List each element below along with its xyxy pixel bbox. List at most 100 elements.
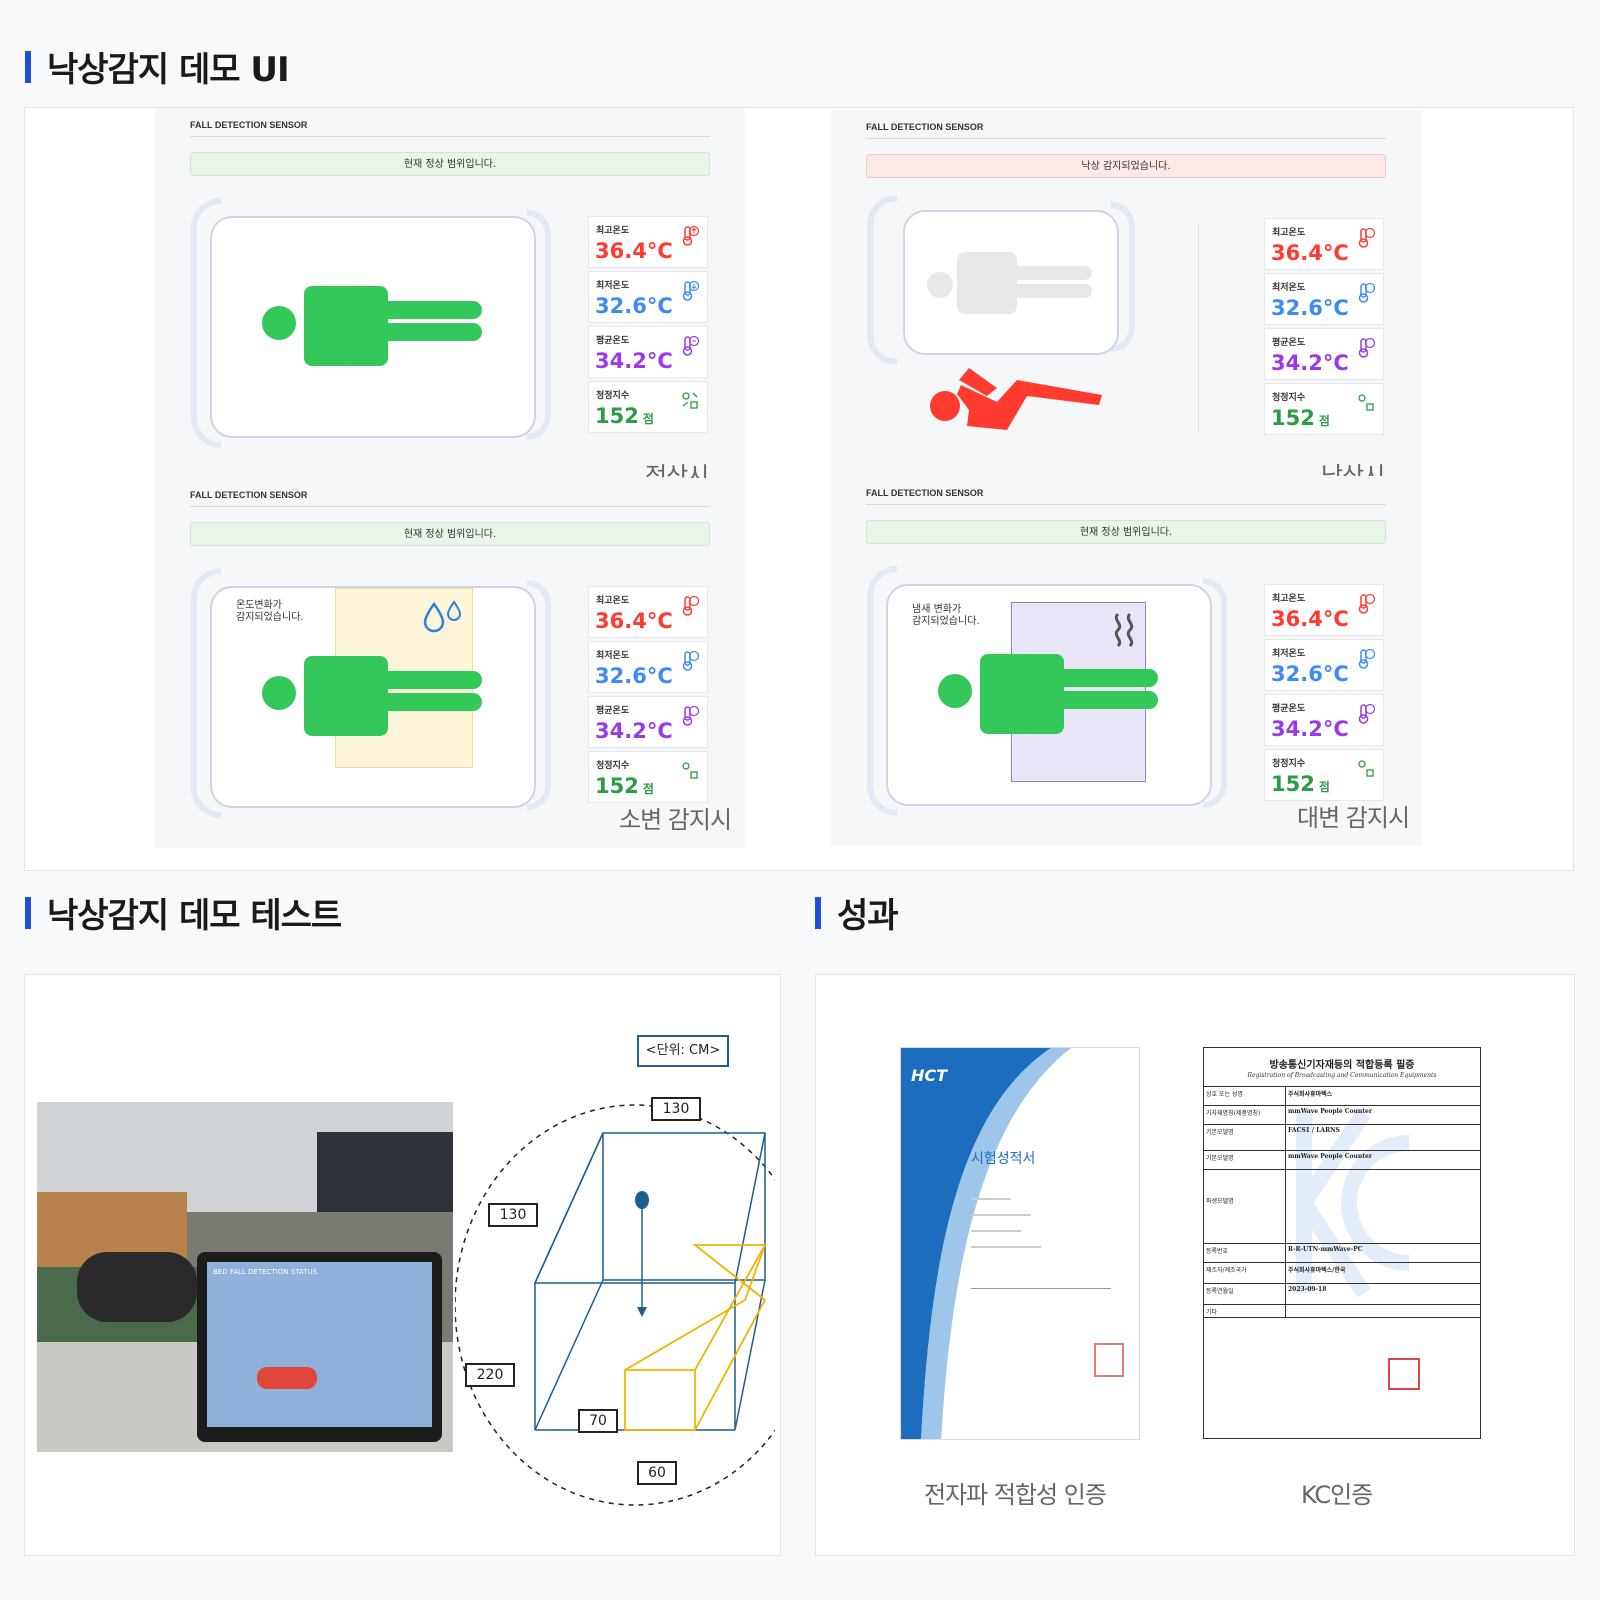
thermometer-avg-icon [1358, 337, 1375, 358]
panel-header: FALL DETECTION SENSOR [866, 122, 984, 132]
section-title-result-text: 성과 [837, 896, 899, 936]
section-title-test: 낙상감지 데모 테스트 [25, 888, 342, 937]
metric-min-temp: 최저온도 32.6°C [588, 641, 708, 693]
metric-avg-temp: 평균온도 34.2°C [1264, 694, 1384, 746]
air-quality-icon [682, 762, 698, 779]
certificate-swoosh [901, 1048, 1071, 1439]
kc-subtitle: Registration of Broadcasting and Communi… [1247, 1072, 1437, 1079]
section-title-ui: 낙상감지 데모 UI [25, 42, 290, 91]
status-banner: 낙상 감지되었습니다. [866, 154, 1386, 178]
official-seal [1094, 1343, 1124, 1377]
panel-caption: 소변 감지시 [619, 806, 732, 834]
title-accent-bar [815, 896, 821, 929]
thermometer-up-icon [1358, 593, 1375, 614]
panel-normal: FALL DETECTION SENSOR 현재 정상 범위입니다. 최고온도 … [155, 108, 745, 490]
fallen-person-icon [257, 1367, 317, 1389]
tablet: BED FALL DETECTION STATUS [197, 1252, 442, 1442]
bed-frame: 냄새 변화가 감지되었습니다. [886, 584, 1212, 806]
bed-frame [210, 216, 536, 438]
metric-min-temp: 최저온도 32.6°C [588, 271, 708, 323]
panel-fall: FALL DETECTION SENSOR 낙상 감지되었습니다. 최고온도 3… [831, 110, 1421, 490]
title-accent-bar [25, 896, 31, 929]
sensor-coverage-diagram [455, 1104, 775, 1506]
thermometer-down-icon [682, 280, 699, 301]
test-photo: BED FALL DETECTION STATUS [37, 1102, 453, 1452]
thermometer-avg-icon [1358, 703, 1375, 724]
panel-urine: FALL DETECTION SENSOR 현재 정상 범위입니다. 온도변화가… [155, 478, 745, 848]
status-banner: 현재 정상 범위입니다. [190, 152, 710, 176]
water-drop-icon [423, 600, 462, 633]
thermometer-avg-icon [682, 705, 699, 726]
metric-max-temp: 최고온도 36.4°C [588, 216, 708, 268]
bed-frame: 온도변화가 감지되었습니다. [210, 586, 536, 808]
bed-rail-left [867, 195, 897, 365]
bed-frame [903, 210, 1119, 355]
tablet-screen: BED FALL DETECTION STATUS [207, 1262, 432, 1427]
tablet-title: BED FALL DETECTION STATUS [213, 1268, 318, 1276]
thermometer-up-icon [682, 595, 699, 616]
kc-row: 기타 [1204, 1304, 1480, 1318]
thermometer-up-icon [1358, 227, 1375, 248]
kc-mark-watermark [1296, 1108, 1410, 1298]
panel-divider-vertical [1198, 222, 1199, 432]
metrics-list: 최고온도 36.4°C 최저온도 32.6°C 평균온도 34.2°C 청정지수… [1264, 584, 1384, 804]
panel-caption: 대변 감지시 [1297, 804, 1410, 832]
emc-caption: 전자파 적합성 인증 [924, 1481, 1107, 1509]
certificate-body-lines [971, 1198, 1111, 1308]
dimension-label: 130 [488, 1203, 538, 1227]
thermometer-down-icon [682, 650, 699, 671]
kc-row: 파생모델명 [1204, 1169, 1480, 1243]
metrics-list: 최고온도 36.4°C 최저온도 32.6°C 평균온도 34.2°C 청정지수… [1264, 218, 1384, 438]
metric-max-temp: 최고온도 36.4°C [1264, 584, 1384, 636]
thermometer-up-icon [682, 225, 699, 246]
title-accent-bar [25, 50, 31, 83]
air-quality-icon [682, 392, 698, 409]
kc-row: 기자재명칭(제품명칭)mmWave People Counter [1204, 1105, 1480, 1124]
fallen-person-icon [930, 368, 1102, 430]
metric-max-temp: 최고온도 36.4°C [588, 586, 708, 638]
air-quality-icon [1358, 760, 1374, 777]
panel-divider [190, 506, 710, 507]
kc-certificate: 방송통신기자재등의 적합등록 필증 Registration of Broadc… [1203, 1047, 1481, 1439]
dimension-label: 60 [637, 1461, 677, 1485]
alert-note: 온도변화가 감지되었습니다. [236, 600, 304, 623]
status-banner: 현재 정상 범위입니다. [866, 520, 1386, 544]
emc-certificate: HCT 시험성적서 [900, 1047, 1140, 1440]
certificate-title: 시험성적서 [971, 1151, 1036, 1167]
status-banner: 현재 정상 범위입니다. [190, 522, 710, 546]
odor-waves-icon [1114, 612, 1134, 648]
panel-divider [866, 138, 1386, 139]
results-card: HCT 시험성적서 방송통신기자재등의 적합등록 필증 Registration… [815, 974, 1575, 1556]
thermometer-down-icon [1358, 282, 1375, 303]
panel-header: FALL DETECTION SENSOR [190, 490, 308, 500]
metric-max-temp: 최고온도 36.4°C [1264, 218, 1384, 270]
dimension-label: 220 [465, 1363, 515, 1387]
dimension-label: 70 [578, 1409, 618, 1433]
official-seal [1388, 1358, 1420, 1390]
kc-title: 방송통신기자재등의 적합등록 필증 [1269, 1060, 1415, 1071]
panel-divider [190, 136, 710, 137]
panel-feces: FALL DETECTION SENSOR 현재 정상 범위입니다. 냄새 변화… [831, 476, 1421, 846]
panel-header: FALL DETECTION SENSOR [866, 488, 984, 498]
panel-divider [866, 504, 1386, 505]
air-quality-icon [1358, 394, 1374, 411]
metric-avg-temp: 평균온도 34.2°C [1264, 328, 1384, 380]
thermometer-down-icon [1358, 648, 1375, 669]
unit-label: <단위: CM> [637, 1035, 729, 1067]
metric-min-temp: 최저온도 32.6°C [1264, 273, 1384, 325]
hct-logo: HCT [911, 1066, 948, 1085]
metrics-list: 최고온도 36.4°C 최저온도 32.6°C 평균온도 34.2°C 청정지수… [588, 216, 708, 436]
thermometer-avg-icon [682, 335, 699, 356]
section-title-test-text: 낙상감지 데모 테스트 [47, 896, 342, 936]
ui-demo-card: FALL DETECTION SENSOR 현재 정상 범위입니다. 최고온도 … [24, 107, 1574, 871]
section-title-result: 성과 [815, 888, 899, 937]
